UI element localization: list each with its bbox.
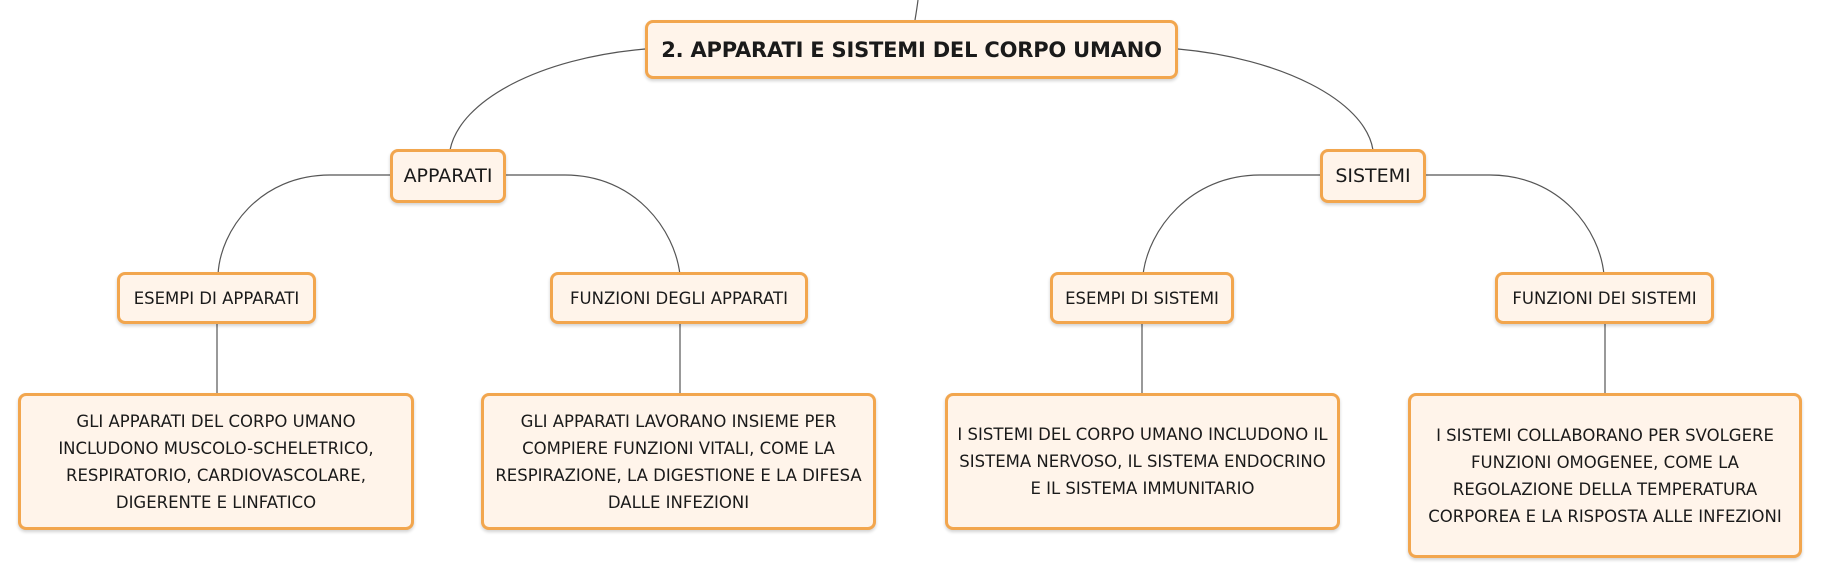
connector-apparati-funzioni: [505, 174, 681, 276]
connector-apparati-esempi: [217, 174, 390, 276]
node-funzioni-degli-apparati[interactable]: FUNZIONI DEGLI APPARATI: [550, 272, 808, 324]
detail-esempi-di-sistemi[interactable]: I SISTEMI DEL CORPO UMANO INCLUDONO IL S…: [945, 393, 1340, 530]
node-esempi-di-sistemi[interactable]: ESEMPI DI SISTEMI: [1050, 272, 1234, 324]
connector-to-parent: [914, 0, 919, 21]
node-sistemi[interactable]: SISTEMI: [1320, 149, 1426, 203]
root-label: 2. APPARATI E SISTEMI DEL CORPO UMANO: [661, 37, 1162, 62]
funzioni-degli-apparati-label: FUNZIONI DEGLI APPARATI: [570, 288, 788, 308]
connector-root-apparati: [449, 48, 646, 151]
connector-sistemi-funzioni: [1425, 174, 1605, 276]
detail-funzioni-dei-sistemi-text: I SISTEMI COLLABORANO PER SVOLGERE FUNZI…: [1428, 425, 1782, 526]
detail-esempi-di-apparati-text: GLI APPARATI DEL CORPO UMANO INCLUDONO M…: [58, 411, 374, 512]
sistemi-label: SISTEMI: [1335, 165, 1411, 187]
detail-funzioni-dei-sistemi[interactable]: I SISTEMI COLLABORANO PER SVOLGERE FUNZI…: [1408, 393, 1802, 558]
apparati-label: APPARATI: [403, 165, 493, 187]
funzioni-dei-sistemi-label: FUNZIONI DEI SISTEMI: [1512, 288, 1697, 308]
detail-funzioni-degli-apparati-text: GLI APPARATI LAVORANO INSIEME PER COMPIE…: [495, 411, 862, 512]
detail-esempi-di-sistemi-text: I SISTEMI DEL CORPO UMANO INCLUDONO IL S…: [957, 425, 1328, 498]
root-node[interactable]: 2. APPARATI E SISTEMI DEL CORPO UMANO: [645, 20, 1178, 79]
esempi-di-sistemi-label: ESEMPI DI SISTEMI: [1065, 288, 1219, 308]
detail-funzioni-degli-apparati[interactable]: GLI APPARATI LAVORANO INSIEME PER COMPIE…: [481, 393, 876, 530]
detail-esempi-di-apparati[interactable]: GLI APPARATI DEL CORPO UMANO INCLUDONO M…: [18, 393, 414, 530]
connector-root-sistemi: [1177, 48, 1374, 151]
node-funzioni-dei-sistemi[interactable]: FUNZIONI DEI SISTEMI: [1495, 272, 1714, 324]
node-esempi-di-apparati[interactable]: ESEMPI DI APPARATI: [117, 272, 316, 324]
node-apparati[interactable]: APPARATI: [390, 149, 506, 203]
connector-sistemi-esempi: [1142, 174, 1321, 276]
esempi-di-apparati-label: ESEMPI DI APPARATI: [133, 288, 300, 308]
